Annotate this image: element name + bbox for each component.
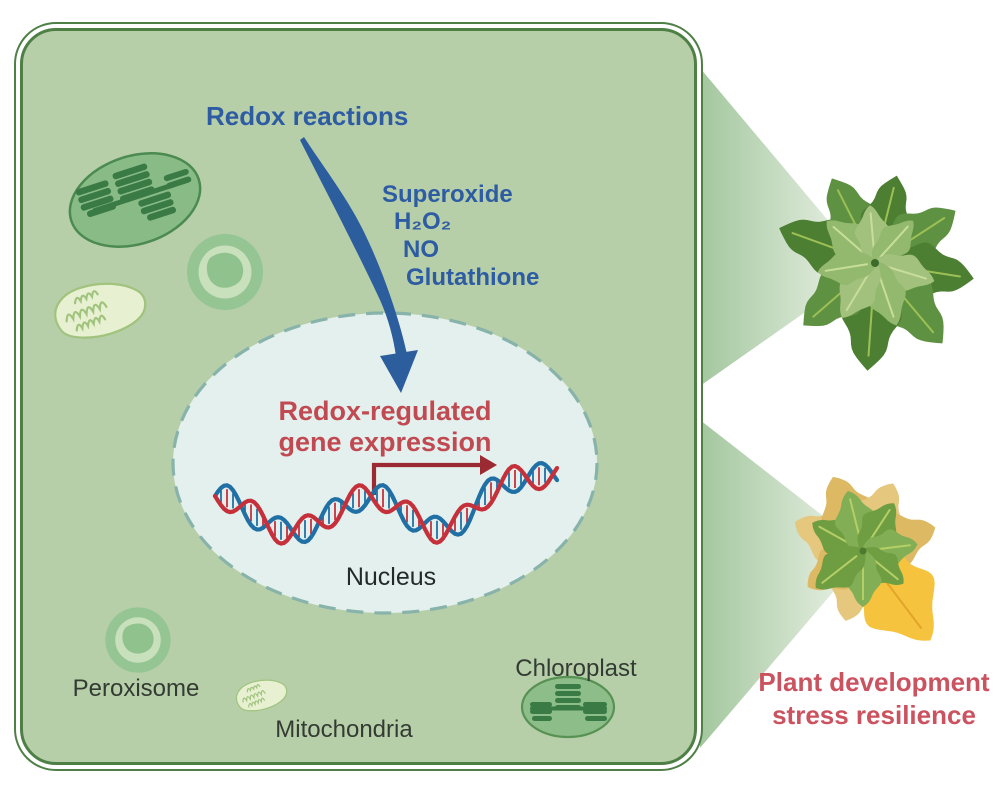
peroxisome-label: Peroxisome [72,675,200,702]
redox-reactions-label: Redox reactions [206,101,409,131]
chloroplast-label: Chloroplast [515,655,637,682]
stressed-plant-rosette [794,476,936,641]
nucleus-label: Nucleus [345,563,437,591]
molecule-glutathione: Glutathione [406,264,540,291]
outcome-label: Plant development stress resilience [758,666,989,732]
molecule-no: NO [403,236,439,263]
plant-development-line: Plant development [758,667,990,697]
molecule-superoxide: Superoxide [382,181,513,208]
healthy-plant-rosette [779,175,974,371]
gene-expression-line: gene expression [278,427,492,457]
stress-resilience-line: stress resilience [772,700,976,730]
molecule-h2o2: H₂O₂ [394,208,452,235]
mitochondria-label: Mitochondria [275,716,413,743]
redox-regulated-gene-expression-label: Redox-regulated gene expression [278,396,491,458]
redox-regulated-line: Redox-regulated [278,396,492,426]
beam-top [700,68,868,386]
